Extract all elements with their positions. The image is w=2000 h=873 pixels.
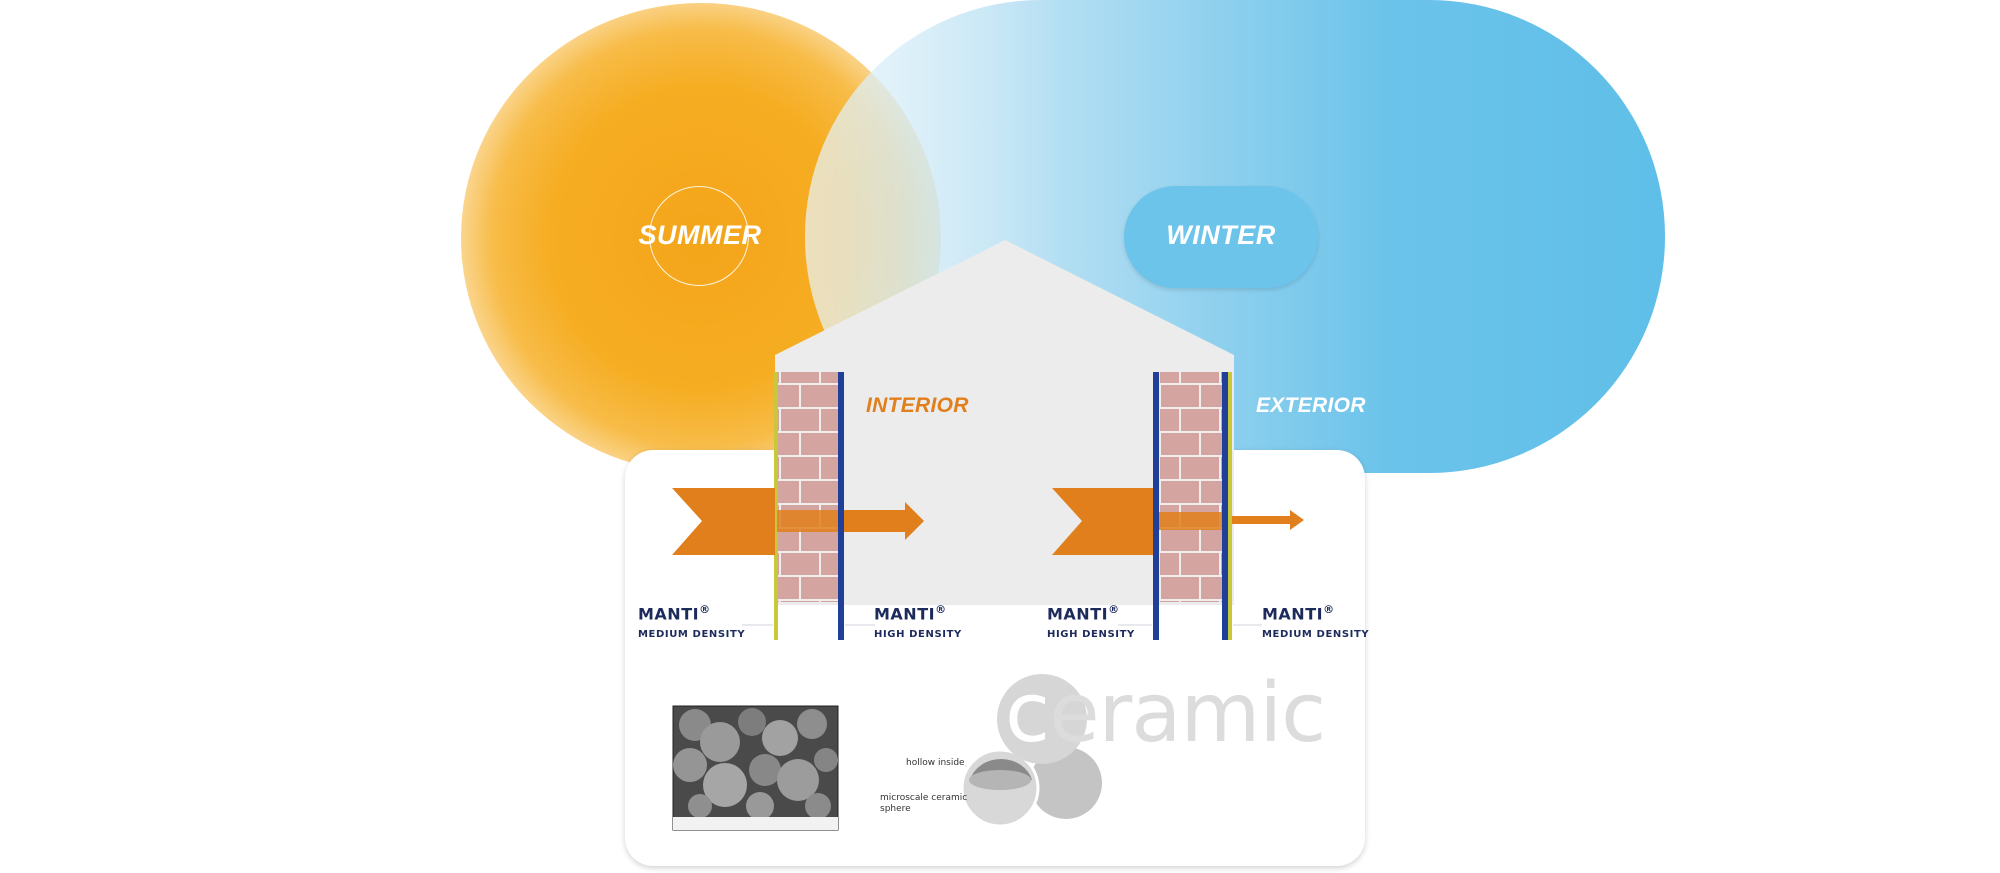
product-density: MEDIUM DENSITY bbox=[1262, 629, 1370, 641]
microscale-sphere-label: microscale ceramic sphere bbox=[880, 793, 968, 814]
product-label-1: MANTI® MEDIUM DENSITY bbox=[638, 603, 745, 640]
product-label-2: MANTI® HIGH DENSITY bbox=[874, 603, 962, 640]
exterior-label: EXTERIOR bbox=[1256, 394, 1366, 417]
heat-band-winter-wall bbox=[1159, 512, 1222, 530]
product-brand: MANTI bbox=[638, 604, 700, 624]
heat-arrow-winter-in bbox=[1052, 488, 1153, 555]
ceramic-c-circle bbox=[997, 674, 1087, 764]
summer-label: SUMMER bbox=[638, 220, 762, 250]
product-label-4: MANTI® MEDIUM DENSITY bbox=[1262, 603, 1369, 640]
wall-right bbox=[1153, 372, 1232, 640]
product-mark: ® bbox=[699, 603, 711, 616]
product-mark: ® bbox=[935, 603, 947, 616]
product-mark: ® bbox=[1108, 603, 1120, 616]
heat-arrow-summer-out bbox=[844, 502, 924, 540]
ceramic-sphere-icon bbox=[960, 747, 1102, 828]
product-density: HIGH DENSITY bbox=[1047, 629, 1135, 641]
product-brand: MANTI bbox=[874, 604, 936, 624]
product-brand: MANTI bbox=[1262, 604, 1324, 624]
hollow-inside-label: hollow inside bbox=[906, 758, 965, 768]
product-density: MEDIUM DENSITY bbox=[638, 629, 746, 641]
ceramic-wordmark: ceramic bbox=[1005, 666, 1326, 761]
sem-micrograph bbox=[672, 705, 839, 831]
heat-arrow-winter-out bbox=[1232, 510, 1304, 530]
heat-arrow-summer-in bbox=[672, 488, 775, 555]
winter-pill bbox=[1124, 186, 1318, 288]
wall-left bbox=[774, 372, 844, 640]
product-brand: MANTI bbox=[1047, 604, 1109, 624]
interior-label: INTERIOR bbox=[866, 394, 969, 417]
heat-band-summer-wall bbox=[777, 510, 838, 532]
product-label-3: MANTI® HIGH DENSITY bbox=[1047, 603, 1135, 640]
summer-ring bbox=[649, 186, 749, 286]
ceramic-wordmark-rest: eramic bbox=[1049, 666, 1326, 761]
product-mark: ® bbox=[1323, 603, 1335, 616]
ceramic-wordmark-initial: c bbox=[1005, 666, 1050, 761]
winter-label: WINTER bbox=[1166, 220, 1276, 250]
product-density: HIGH DENSITY bbox=[874, 629, 962, 641]
